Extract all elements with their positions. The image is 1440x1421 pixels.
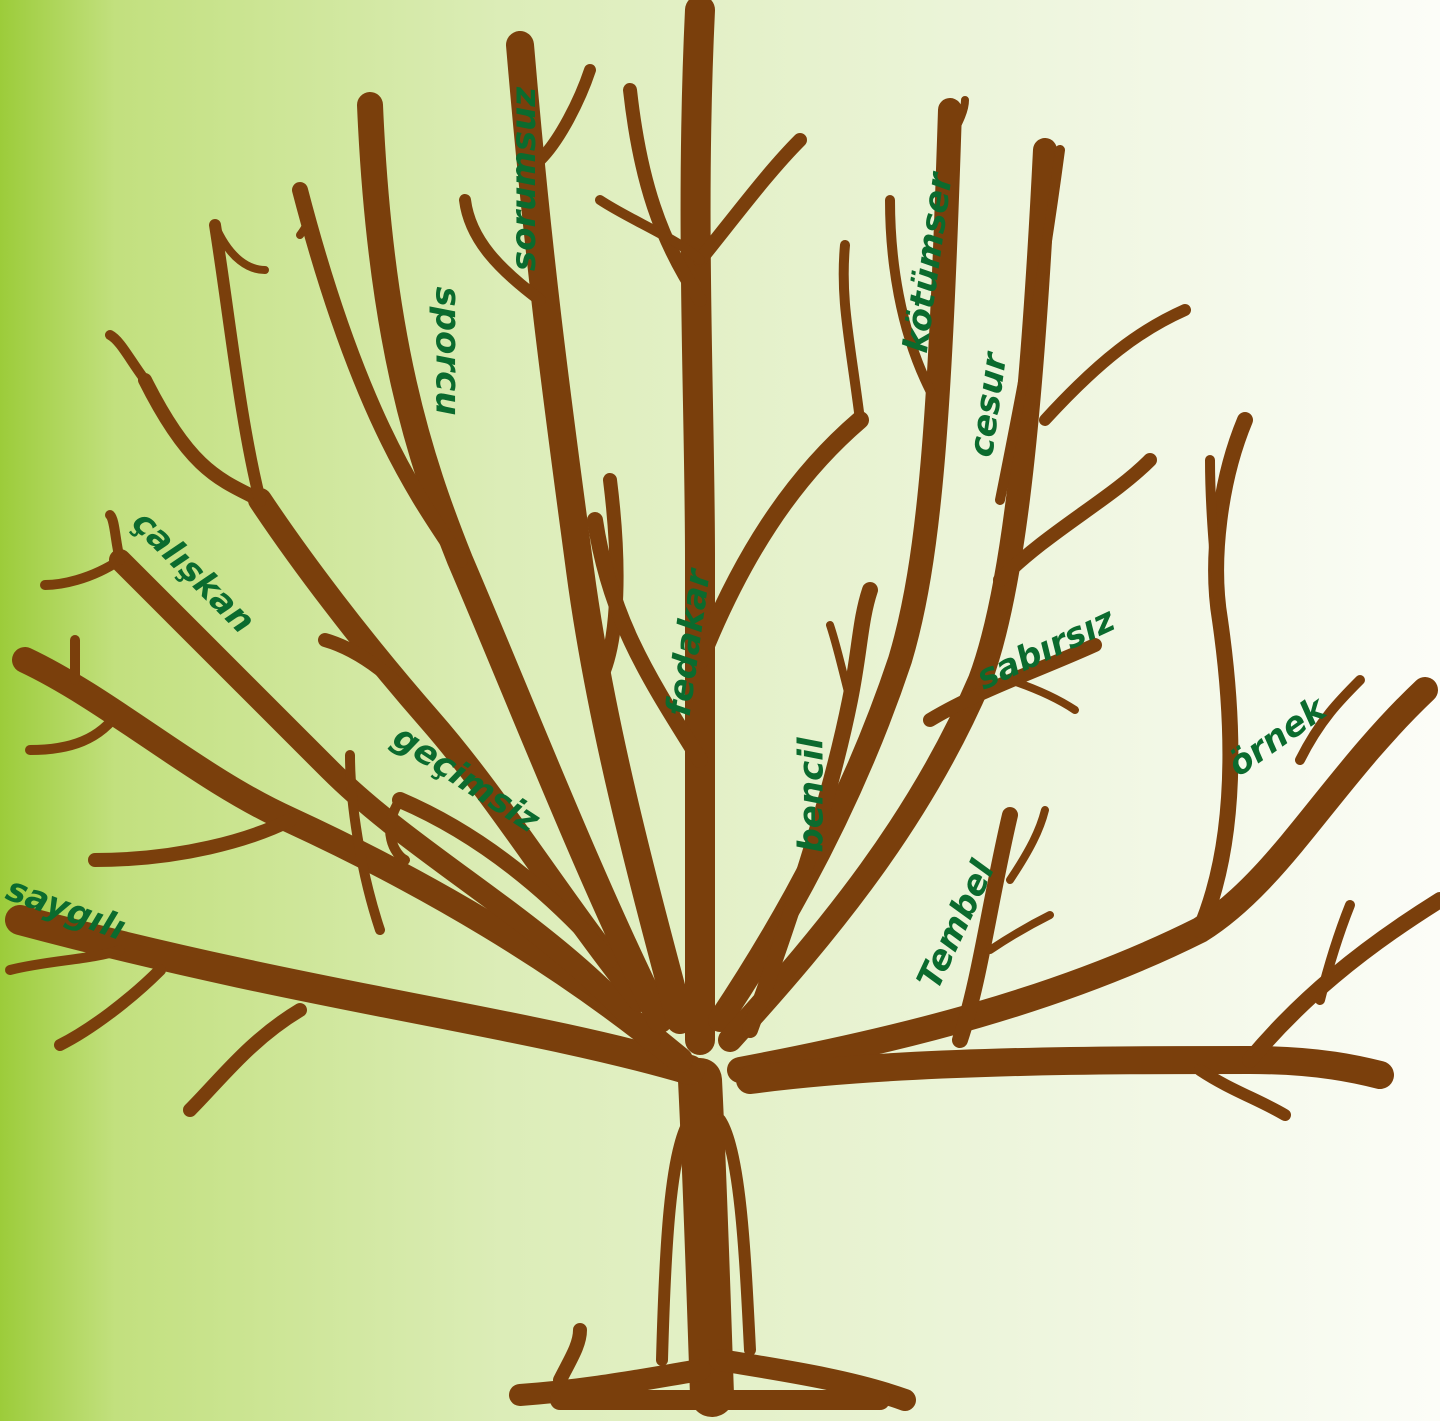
- word-sorumsuz: sorumsuz: [507, 87, 541, 271]
- branch-far-left-twig-b: [60, 970, 160, 1045]
- branch-tembel-twig: [990, 915, 1050, 950]
- branch-left-inner-twig-b: [110, 335, 145, 380]
- branch-far-right: [750, 1060, 1380, 1080]
- branch-bencil-twig: [830, 625, 850, 700]
- branch-center-right-twig-e: [844, 245, 860, 420]
- branch-center-right: [696, 10, 700, 1040]
- branch-right-mid-twig-c: [1045, 310, 1185, 420]
- branch-center-right-twig-d: [700, 420, 860, 660]
- branch-center-right-twig-b: [700, 140, 800, 260]
- word-bencil: bencil: [795, 737, 829, 852]
- branch-far-left-twig-a: [190, 1010, 300, 1110]
- branch-far-right-twig-b: [1200, 1070, 1285, 1115]
- branch-far-right-twig-c: [1320, 905, 1350, 1000]
- word-sporcu: sporcu: [431, 286, 465, 415]
- branch-left-upper-twig: [45, 560, 120, 585]
- branch-center-twig-b: [540, 70, 590, 160]
- trunk: [700, 1080, 712, 1395]
- root-left-hook: [560, 1330, 580, 1380]
- branch-left-mid-twig-b: [95, 820, 290, 860]
- branch-far-left-twig-c: [10, 950, 120, 970]
- branch-sabirsiz-twig: [1010, 680, 1075, 710]
